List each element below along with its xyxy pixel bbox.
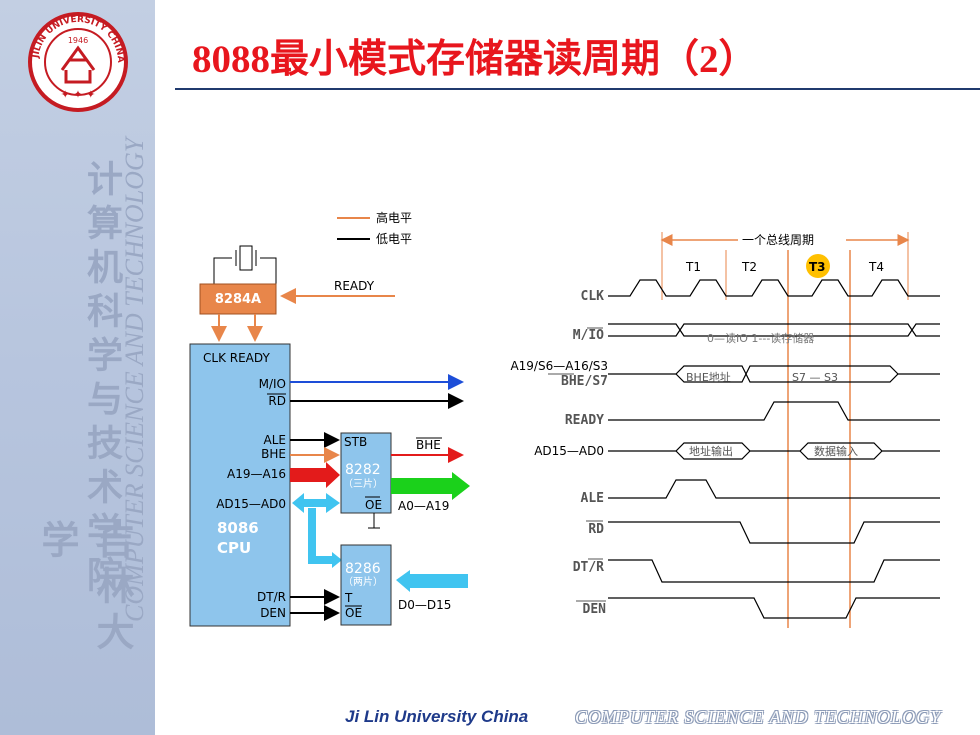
sig-clk: CLK (581, 289, 605, 304)
clkgen-label: 8284A (215, 292, 261, 307)
latch-oe: OE (365, 498, 382, 512)
xcvr-t: T (344, 591, 353, 605)
title-underline (175, 88, 980, 90)
sig-mio: M/IO (573, 328, 604, 343)
s7s3-text: S7 — S3 (792, 371, 838, 384)
svg-text:1946: 1946 (68, 36, 88, 45)
latch-a-out: A0—A19 (398, 499, 449, 513)
addr-out-text: 地址输出 (689, 444, 733, 458)
university-logo-icon: JILIN UNIVERSITY CHINA 1946 ✦ ✦ ✦ (28, 12, 128, 112)
state-t3: T3 (809, 260, 826, 274)
sidebar-chinese-text: 吉林大学 计算机科学与技术学院 (28, 140, 135, 700)
sig-den: DEN (583, 602, 607, 617)
latch-bhe-out: BHE (416, 438, 441, 452)
address-out-arrow (391, 472, 470, 500)
sig-ale: ALE (581, 491, 604, 506)
sig-ad: AD15—AD0 (534, 444, 604, 458)
sidebar-college-name: 计算机科学与技术学院 (81, 160, 123, 600)
footer-department: COMPUTER SCIENCE AND TECHNOLOGY (575, 707, 942, 727)
cpu-clk-ready: CLK READY (203, 351, 270, 365)
addr-high-arrow (290, 462, 340, 488)
latch-sub: （三片） (343, 477, 383, 490)
sidebar-university-name: 吉林大学 (35, 520, 135, 658)
state-t2: T2 (741, 260, 757, 274)
legend-high: 高电平 (376, 210, 412, 225)
legend-low: 低电平 (376, 232, 412, 246)
cpu-ad: AD15—AD0 (216, 497, 286, 511)
sig-dtr: DT/R (573, 560, 604, 575)
xcvr-name: 8286 (345, 561, 381, 577)
latch-name: 8282 (345, 462, 381, 478)
latch-stb: STB (344, 435, 367, 449)
crystal-icon (213, 245, 277, 284)
cpu-ale: ALE (264, 433, 286, 447)
state-t4: T4 (868, 260, 884, 274)
legend: 高电平 低电平 (337, 210, 412, 246)
footer-university: Ji Lin University China (345, 707, 529, 726)
cpu-den: DEN (260, 606, 286, 620)
bus-cycle-label: 一个总线周期 (742, 233, 814, 247)
sig-rd: RD (588, 522, 604, 537)
data-in-text: 数据输入 (814, 444, 858, 458)
bhe-addr-text: BHE地址 (686, 370, 731, 384)
data-bus-arrow (396, 570, 468, 592)
sig-ready: READY (565, 413, 604, 428)
cpu-name-2: CPU (217, 539, 251, 557)
cpu-bhe: BHE (261, 447, 286, 461)
cpu-a19a16: A19—A16 (227, 467, 286, 481)
sig-bhe: BHE/S7 (561, 374, 608, 389)
xcvr-oe: OE (345, 606, 362, 620)
state-t1: T1 (685, 260, 701, 274)
cpu-dtr: DT/R (257, 590, 286, 604)
svg-text:✦ ✦ ✦: ✦ ✦ ✦ (61, 88, 96, 101)
transceiver-block (340, 544, 392, 626)
cpu-name-1: 8086 (217, 519, 259, 537)
xcvr-sub: （两片） (343, 575, 383, 588)
ad-bus-arrow (292, 493, 340, 513)
slide-title: 8088最小模式存储器读周期（2） (192, 38, 758, 81)
timing-diagram: 一个总线周期 T1 T2 T3 T4 CLK M/IO A19/S6—A16/S… (510, 230, 940, 628)
latch-block (340, 432, 392, 514)
xcvr-d-out: D0—D15 (398, 598, 451, 612)
sidebar: JILIN UNIVERSITY CHINA 1946 ✦ ✦ ✦ 吉林大学 计… (0, 0, 155, 735)
t3-highlight (806, 254, 830, 278)
cpu-mio: M/IO (259, 377, 286, 391)
sig-a19: A19/S6—A16/S3 (510, 359, 608, 373)
clock-generator-block (199, 283, 277, 315)
mio-text: 0—读IO 1---读存储器 (707, 331, 814, 345)
cpu-block (189, 343, 291, 627)
cpu-rd: RD (268, 394, 286, 408)
ready-label: READY (334, 279, 375, 293)
